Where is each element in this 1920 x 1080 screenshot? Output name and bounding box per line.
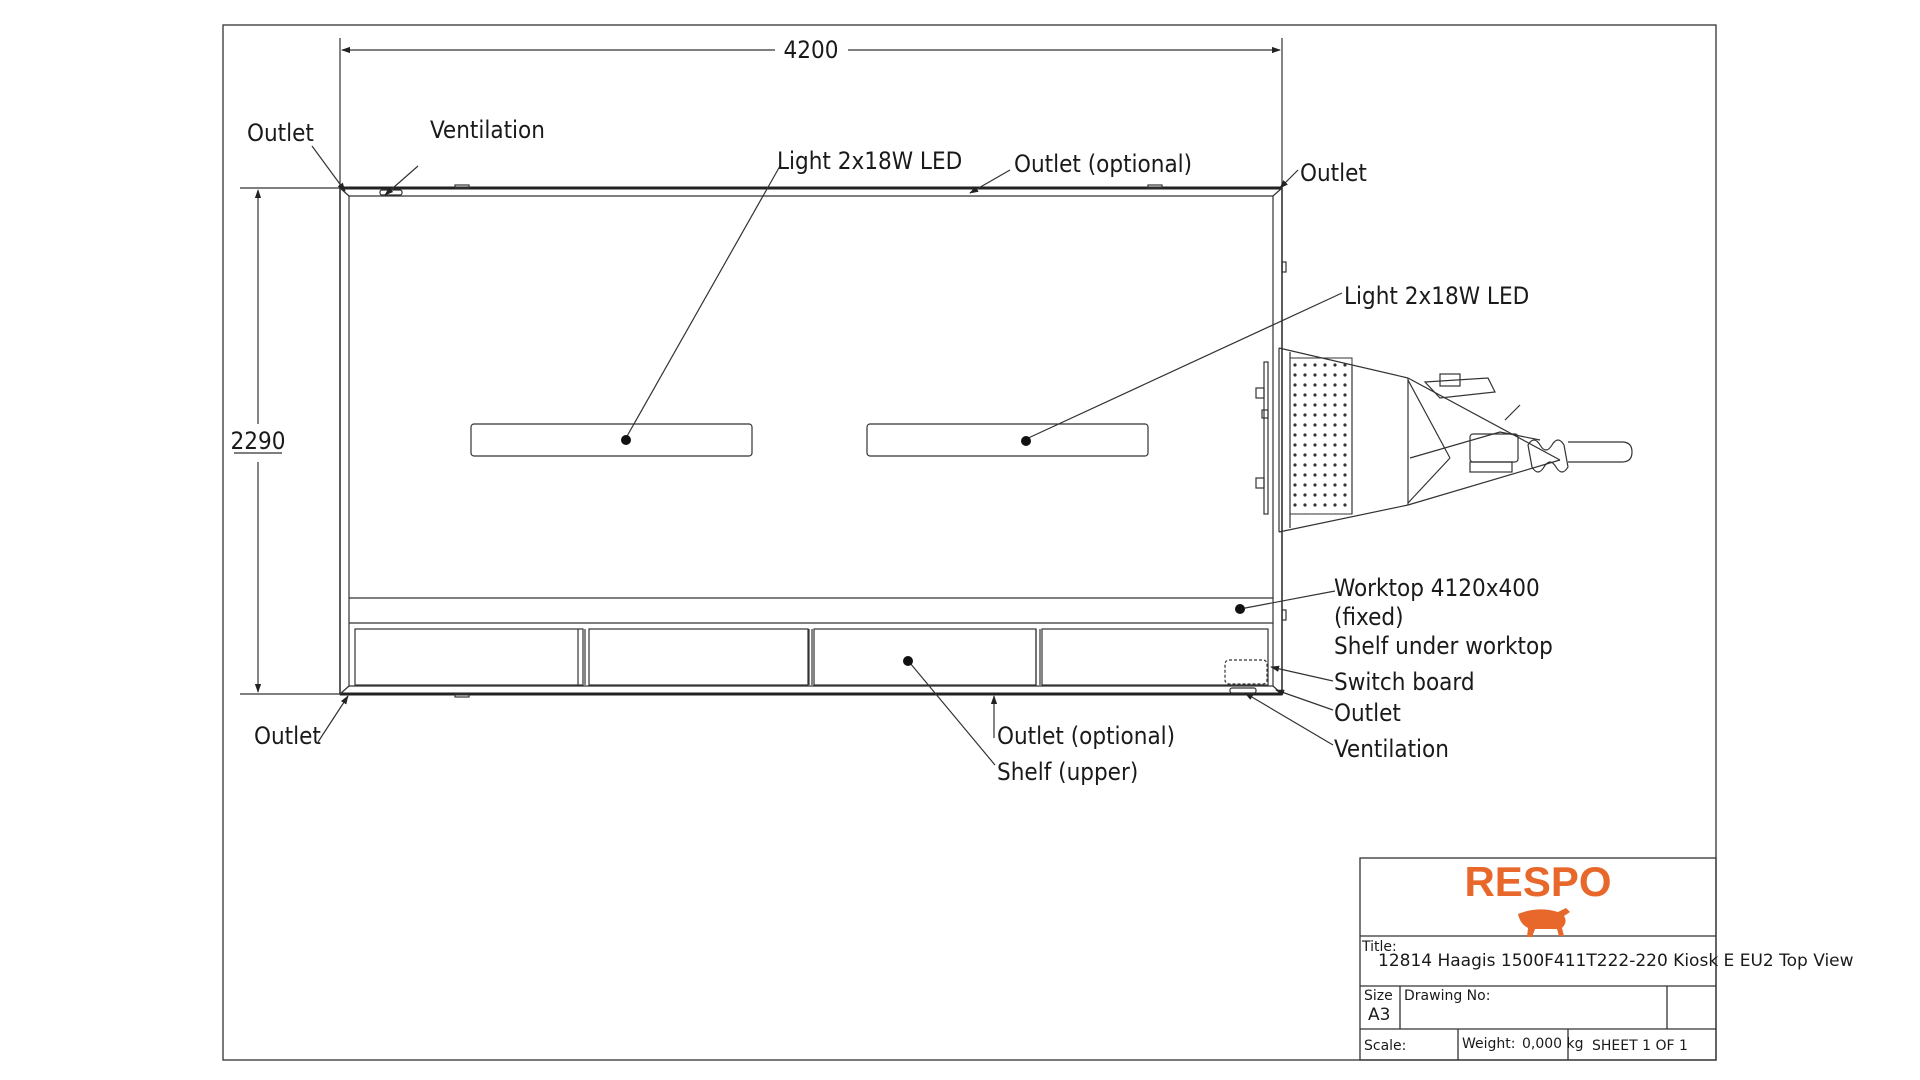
- label-outlet-bottom-left: Outlet: [254, 722, 321, 750]
- leader-dots: [621, 435, 1245, 666]
- dimension-length-value: 4200: [784, 36, 839, 64]
- light-fixture-left: [470, 423, 753, 457]
- label-outlet-optional-top: Outlet (optional): [1014, 150, 1192, 178]
- label-light-right: Light 2x18W LED: [1344, 282, 1529, 310]
- weight-value: 0,000 kg: [1522, 1036, 1584, 1052]
- wall-outlets: [454, 184, 1287, 698]
- label-outlet-bottom-right: Outlet: [1334, 699, 1401, 727]
- label-ventilation-bottom: Ventilation: [1334, 735, 1449, 763]
- weight-label: Weight:: [1462, 1036, 1516, 1052]
- label-outlet-top-right: Outlet: [1300, 159, 1367, 187]
- title-block: [1359, 857, 1717, 1061]
- label-ventilation-top: Ventilation: [430, 116, 545, 144]
- bull-logo-icon: [1518, 908, 1570, 937]
- sheet-number: SHEET 1 OF 1: [1592, 1038, 1688, 1054]
- drawbar: [1255, 347, 1633, 533]
- label-shelf-upper: Shelf (upper): [997, 758, 1138, 786]
- light-fixture-right: [866, 423, 1149, 457]
- sheet-frame: [222, 24, 1717, 1061]
- ventilation-top: [379, 189, 403, 196]
- worktop: [349, 597, 1273, 624]
- label-shelf-under-worktop: Shelf under worktop: [1334, 632, 1553, 660]
- dimension-width: [234, 187, 340, 695]
- shelf-upper: [354, 628, 1269, 686]
- drawing-title: 12814 Haagis 1500F411T222-220 Kiosk E EU…: [1378, 951, 1854, 971]
- label-outlet-optional-bottom: Outlet (optional): [997, 722, 1175, 750]
- label-worktop: Worktop 4120x400: [1334, 574, 1540, 602]
- label-worktop-fixed: (fixed): [1334, 603, 1404, 631]
- dimension-width-value: 2290: [231, 427, 286, 455]
- drawing-no-label: Drawing No:: [1404, 988, 1490, 1004]
- switch-board: [1224, 659, 1268, 685]
- kiosk-body: [339, 186, 1283, 696]
- brand-logo: RESPO: [1464, 858, 1611, 905]
- label-light-left: Light 2x18W LED: [777, 147, 962, 175]
- ventilation-bottom: [1229, 687, 1257, 694]
- label-outlet-top-left: Outlet: [247, 119, 314, 147]
- title-label: Title:: [1361, 939, 1397, 955]
- dimension-length: [339, 38, 1283, 188]
- label-switch-board: Switch board: [1334, 668, 1475, 696]
- scale-label: Scale:: [1364, 1038, 1406, 1054]
- size-value: A3: [1368, 1005, 1390, 1025]
- size-label: Size: [1364, 988, 1393, 1004]
- leader-lines: [311, 145, 1343, 766]
